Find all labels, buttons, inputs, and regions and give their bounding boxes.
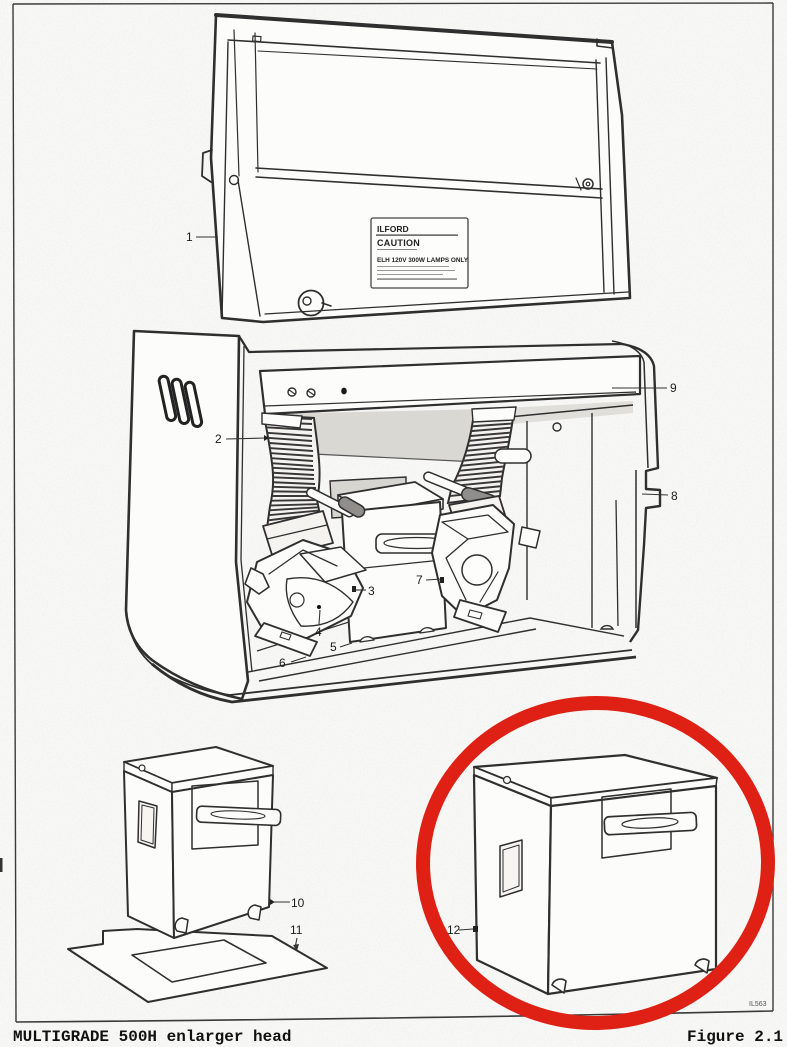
svg-text:5: 5 [330, 640, 337, 654]
svg-text:6: 6 [279, 656, 286, 670]
svg-text:ILFORD: ILFORD [377, 224, 409, 234]
svg-text:ELH 120V 300W LAMPS ONLY: ELH 120V 300W LAMPS ONLY [377, 257, 469, 264]
svg-text:2: 2 [215, 432, 222, 446]
svg-text:8: 8 [671, 489, 678, 503]
svg-text:Figure 2.1: Figure 2.1 [687, 1028, 783, 1046]
svg-text:4: 4 [315, 625, 322, 639]
svg-text:11: 11 [290, 923, 303, 937]
svg-text:IL563: IL563 [749, 1001, 767, 1008]
svg-text:MULTIGRADE 500H enlarger head: MULTIGRADE 500H enlarger head [13, 1028, 291, 1046]
svg-text:1: 1 [186, 230, 193, 244]
svg-text:10: 10 [291, 896, 305, 910]
svg-text:CAUTION: CAUTION [377, 238, 420, 248]
svg-text:9: 9 [670, 381, 677, 395]
svg-text:7: 7 [416, 573, 423, 587]
svg-text:3: 3 [368, 584, 375, 598]
svg-text:12: 12 [447, 923, 461, 937]
